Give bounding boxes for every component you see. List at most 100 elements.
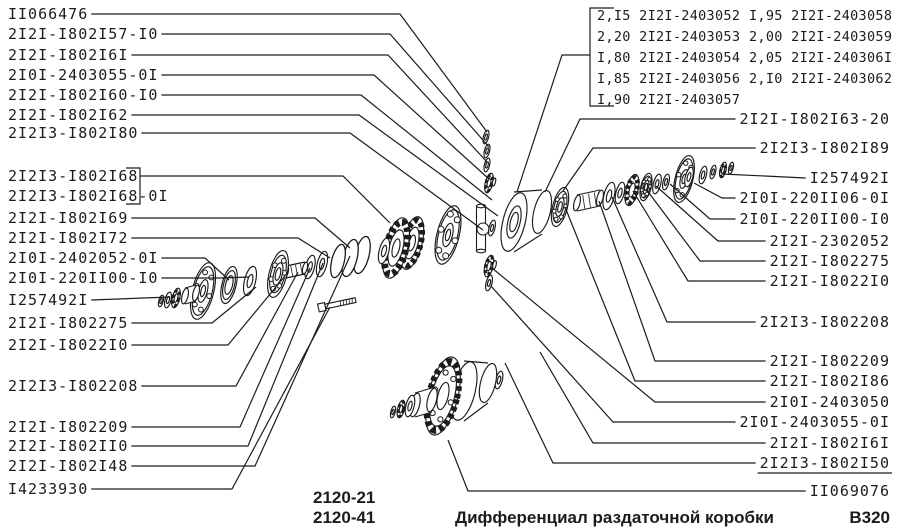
leader-line (504, 362, 756, 464)
leader-line (131, 286, 257, 324)
leader-line (447, 439, 806, 492)
part-flange-hole (450, 375, 457, 383)
part-number-label: 2I2I3-I802I80 (8, 124, 138, 142)
part-number-label: 2I2I3-I802208 (760, 313, 890, 331)
part-housing (509, 211, 519, 233)
leader-line (141, 132, 484, 231)
part-bearing-ball (640, 193, 646, 198)
leader-line (131, 217, 351, 249)
part-diff-flange (436, 381, 450, 411)
part-washer (663, 177, 669, 187)
part-shaft (191, 284, 201, 302)
size-table-row: I,85 2I2I-2403056 (597, 71, 740, 87)
leader-line (598, 200, 766, 362)
part-bearing-ball (553, 216, 559, 222)
part-shaft (426, 387, 438, 413)
part-number-label: 2I2I3-I802I50 (760, 454, 890, 472)
part-number-label: II069076 (810, 482, 890, 500)
leader-line (645, 188, 766, 262)
part-bolt-thread (340, 300, 341, 306)
part-flange-hole (198, 306, 204, 313)
leader-line (131, 54, 488, 163)
leader-line (91, 306, 331, 490)
part-number-label: 2I2I-I802275 (770, 252, 890, 270)
part-bolt-thread (345, 299, 347, 305)
part-gear (628, 182, 636, 198)
part-shaft-spline (290, 265, 294, 277)
leader-line (131, 237, 331, 259)
part-number-label: 2I2I3-I802I68 (8, 167, 138, 185)
part-bearing-ball (562, 193, 568, 199)
part-flange-hole (683, 160, 689, 166)
part-washer (617, 187, 623, 199)
part-shaft (576, 189, 601, 196)
part-number-label: I257492I (8, 291, 88, 309)
part-number-label: 2I2I-2302052 (770, 232, 890, 250)
part-gear (398, 404, 404, 414)
part-washer (486, 278, 492, 288)
part-flange-hole (442, 369, 449, 376)
part-flange-hole (206, 293, 213, 299)
part-washer (484, 133, 488, 141)
size-table-row: I,95 2I2I-2403058 (749, 8, 892, 24)
part-washer (407, 400, 413, 412)
size-table-row: I,90 2I2I-2403057 (597, 92, 740, 108)
part-number-label: 2I2I-I802I69 (8, 209, 128, 227)
part-number-label: 2I2I-I802I62 (8, 106, 128, 124)
part-number-label: 2I2I3-I802I68-0I (8, 187, 169, 205)
part-shaft-spline (593, 192, 597, 207)
part-number-label: I257492I (810, 169, 890, 187)
leader-line (516, 54, 590, 193)
part-washer (159, 297, 163, 305)
leader-line (161, 276, 250, 279)
part-housing (513, 233, 543, 253)
leader-line (131, 255, 351, 467)
figure-caption: Дифференциал раздаточной коробки (455, 508, 774, 527)
part-washer (711, 168, 715, 176)
part-gear-teeth (171, 288, 181, 308)
part-number-label: 2I2I-I802I60-I0 (8, 86, 158, 104)
part-number-label: 2I2I3-I802I89 (760, 139, 890, 157)
leader-line (141, 271, 299, 387)
leader-line (131, 262, 324, 447)
part-shaft (184, 284, 197, 289)
size-table-row: I,80 2I2I-2403054 (597, 50, 740, 66)
part-washer (485, 161, 489, 169)
part-washer (729, 164, 733, 172)
leader-line (562, 147, 756, 192)
part-gear (486, 260, 492, 272)
part-shaft-spline (588, 193, 591, 208)
part-bolt-thread (351, 298, 353, 304)
size-table-row: 2,00 2I2I-2403059 (749, 29, 892, 45)
leader-line (491, 267, 766, 403)
part-shaft (285, 261, 306, 267)
part-flange-hole (451, 237, 459, 245)
figure-code: 2120-21 (313, 488, 375, 507)
leader-line (693, 182, 736, 199)
size-table-row: 2,I0 2I2I-2403062 (749, 71, 892, 87)
size-table-row: 2,05 2I2I-240306I (749, 50, 892, 66)
size-table-row: 2,20 2I2I-2403053 (597, 29, 740, 45)
part-number-label: 2I0I-2402052-0I (8, 249, 158, 267)
exploded-assembly (157, 129, 735, 320)
part-shaft (576, 205, 601, 212)
leader-line (632, 190, 766, 282)
part-bearing-ball (280, 257, 287, 264)
part-flange-hole (202, 269, 208, 276)
part-number-label: 2I2I-I802I63-20 (740, 110, 890, 128)
leader-line (161, 33, 490, 148)
part-number-label: II066476 (8, 5, 88, 23)
part-number-label: 2I2I-I802I6I (770, 434, 890, 452)
leader-line (91, 13, 488, 133)
leader-line (669, 183, 736, 220)
leader-line (564, 206, 766, 382)
part-bearing (643, 182, 649, 192)
part-gear-teeth (398, 217, 426, 269)
part-flange-hole (447, 399, 454, 406)
part-shaft (572, 194, 582, 212)
part-number-label: 2I0I-220II00-I0 (740, 210, 890, 228)
part-number-label: I4233930 (8, 480, 88, 498)
part-washer (496, 375, 502, 385)
part-number-label: 2I2I-I802275 (8, 314, 128, 332)
